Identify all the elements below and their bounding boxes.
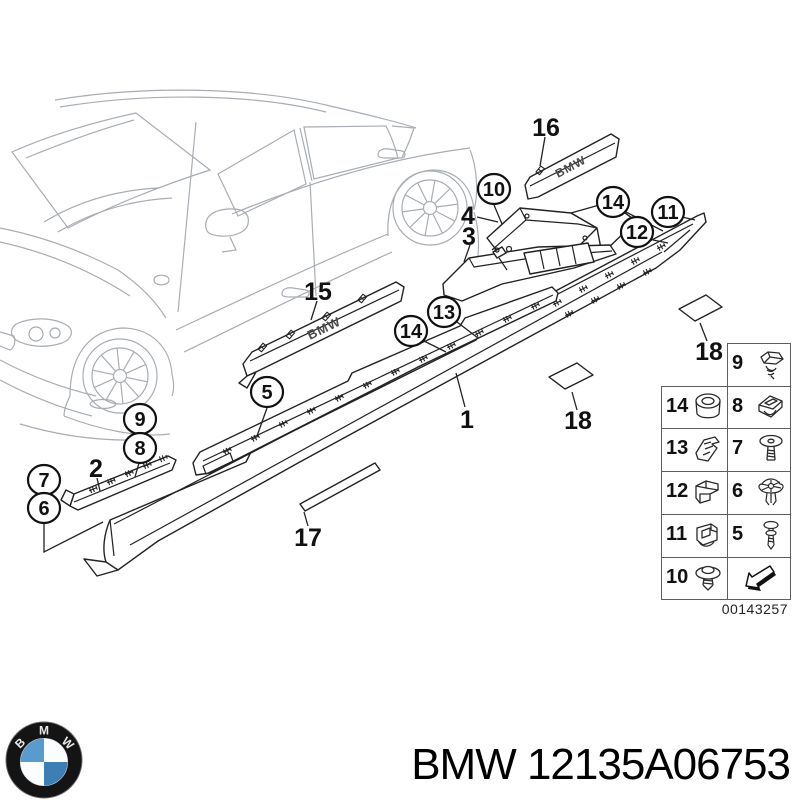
- svg-text:10: 10: [483, 179, 505, 201]
- legend-item-arrow: [727, 557, 791, 600]
- svg-text:14: 14: [400, 321, 423, 343]
- callout-1-16: 1: [460, 406, 474, 434]
- svg-text:4: 4: [461, 202, 475, 230]
- legend-num: 13: [666, 437, 689, 459]
- callout-7-13: 7: [26, 463, 62, 497]
- legend-num: 7: [732, 437, 744, 459]
- legend-num: 5: [732, 523, 744, 545]
- door-sill-strip-15: BMW: [238, 281, 405, 389]
- callout-8-12: 8: [122, 431, 158, 465]
- callout-layer: 16 10 43 14 11 12 15 13 14 5 9 8 7 6 2 1 18 18 17: [26, 114, 723, 552]
- leader-lines: [43, 136, 708, 554]
- callout-10-1: 10: [476, 172, 512, 206]
- bmw-roundel-logo: B M W: [5, 721, 83, 799]
- logo-letter-m: M: [39, 724, 49, 738]
- svg-text:1: 1: [460, 406, 474, 434]
- svg-text:17: 17: [294, 524, 322, 552]
- svg-text:18: 18: [564, 407, 592, 435]
- callout-3-3: 3: [462, 223, 476, 251]
- svg-text:8: 8: [134, 438, 145, 460]
- legend-num: 8: [732, 395, 744, 417]
- svg-text:3: 3: [462, 223, 476, 251]
- push-rivet-icon: [763, 520, 779, 550]
- svg-text:2: 2: [89, 455, 103, 483]
- svg-text:11: 11: [657, 202, 678, 224]
- box-clip-icon: [696, 523, 718, 547]
- clip-nut-icon: [758, 395, 783, 418]
- legend-item-8: 8: [727, 386, 791, 429]
- legend-num: 11: [666, 523, 688, 545]
- callout-18-18: 18: [695, 338, 723, 366]
- legend-item-5: 5: [727, 514, 791, 558]
- expanding-rivet-icon: [758, 478, 784, 506]
- legend-item-7: 7: [727, 428, 791, 472]
- callout-9-11: 9: [122, 402, 158, 436]
- callout-5-10: 5: [249, 375, 285, 409]
- clamp-clip-icon: [695, 480, 719, 504]
- parts-group: BMW BMW: [60, 133, 723, 577]
- sill-panel-1: [83, 212, 707, 577]
- callout-12-6: 12: [619, 215, 655, 249]
- svg-text:14: 14: [602, 192, 625, 214]
- legend-item-10: 10: [661, 557, 728, 600]
- callout-13-8: 13: [426, 295, 462, 329]
- clip-carrier-strip: [192, 286, 559, 476]
- sticker-18-right: [678, 294, 723, 322]
- bracket-clip-icon: [695, 436, 720, 462]
- legend-num: 10: [666, 566, 689, 588]
- callout-2-15: 2: [89, 455, 103, 483]
- callout-4-2: 4: [461, 202, 475, 230]
- legend-item-9: 9: [727, 343, 791, 387]
- legend-num: 6: [732, 480, 744, 502]
- catalog-number: 00143257: [721, 601, 788, 617]
- sill-strip-16: BMW: [524, 133, 620, 200]
- svg-text:6: 6: [38, 498, 49, 520]
- callout-17-19: 17: [294, 524, 322, 552]
- callout-6-14: 6: [26, 491, 62, 525]
- svg-text:16: 16: [532, 114, 560, 142]
- grommet-icon: [695, 393, 721, 419]
- svg-text:5: 5: [261, 382, 272, 404]
- svg-text:18: 18: [695, 338, 723, 366]
- callout-15-7: 15: [304, 278, 332, 306]
- flange-pin-icon: [695, 565, 721, 591]
- sticker-18-left: [548, 362, 594, 390]
- svg-text:15: 15: [304, 278, 332, 306]
- legend-item-12: 12: [661, 471, 728, 515]
- legend-item-13: 13: [661, 428, 728, 472]
- legend-item-6: 6: [727, 471, 791, 515]
- hex-bolt-icon: [760, 351, 784, 380]
- callout-16-0: 16: [532, 114, 560, 142]
- part-number-text: BMW 12135A06753: [411, 740, 791, 789]
- callout-14-9: 14: [393, 314, 429, 348]
- svg-text:12: 12: [626, 222, 648, 244]
- callout-11-5: 11: [650, 195, 686, 229]
- legend-item-14: 14: [661, 386, 728, 429]
- direction-arrow-icon: [745, 565, 776, 591]
- clip-rail-2: [60, 453, 177, 511]
- car-line-drawing: [0, 89, 480, 441]
- film-strip-17: [299, 462, 381, 512]
- svg-text:7: 7: [38, 470, 49, 492]
- legend-item-11: 11: [661, 514, 728, 558]
- washer-screw-icon: [759, 434, 783, 461]
- callout-18-17: 18: [564, 407, 592, 435]
- support-bracket-3: [442, 242, 617, 302]
- legend-num: 14: [666, 395, 689, 417]
- legend-num: 9: [732, 352, 744, 374]
- callout-14-4: 14: [595, 185, 631, 219]
- svg-text:13: 13: [433, 302, 455, 324]
- legend-num: 12: [666, 480, 689, 502]
- svg-text:9: 9: [134, 409, 145, 431]
